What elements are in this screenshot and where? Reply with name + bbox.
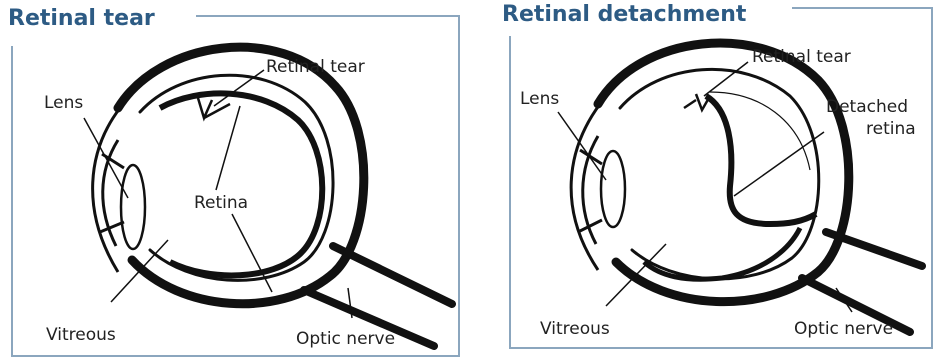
label-detached-line2: retina	[866, 119, 916, 139]
retinal-detachment-labels: Lens Retinal tear Detached retina Vitreo…	[470, 0, 940, 362]
label-optic-nerve: Optic nerve	[296, 329, 395, 349]
label-retina: Retina	[194, 193, 248, 213]
label-retinal-tear: Retinal tear	[752, 47, 851, 67]
label-lens: Lens	[520, 89, 559, 109]
retinal-tear-panel: Retinal tear Lens Retinal tear Retina Vi…	[0, 0, 470, 362]
retinal-detachment-panel: Retinal detachment Lens Retinal tear Det…	[470, 0, 940, 362]
label-lens: Lens	[44, 93, 83, 113]
label-vitreous: Vitreous	[540, 319, 610, 339]
label-detached-line1: Detached	[826, 97, 908, 117]
label-vitreous: Vitreous	[46, 325, 116, 345]
retinal-tear-labels: Lens Retinal tear Retina Vitreous Optic …	[0, 0, 470, 362]
label-retinal-tear: Retinal tear	[266, 57, 365, 77]
label-optic-nerve: Optic nerve	[794, 319, 893, 339]
